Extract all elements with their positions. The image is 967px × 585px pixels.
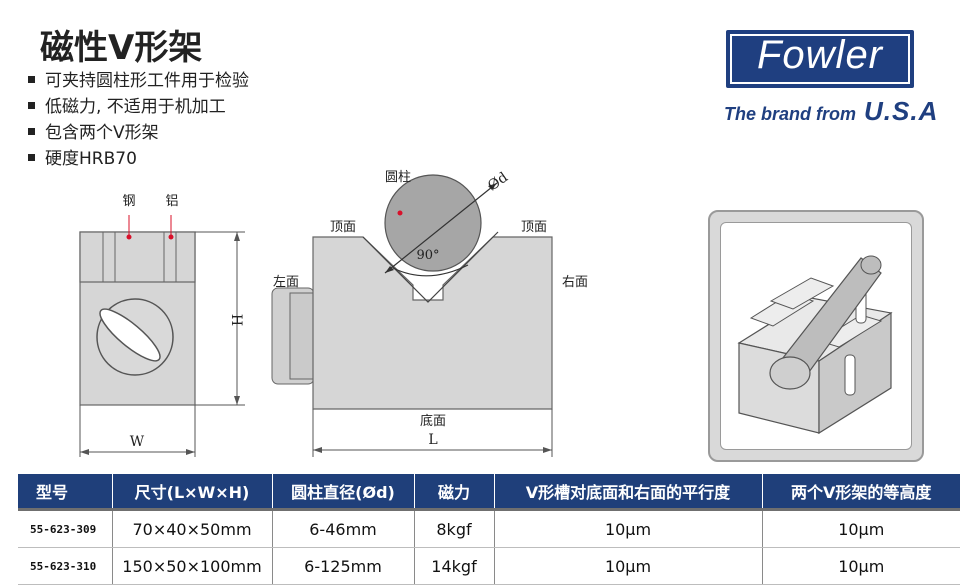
cell-diameter: 6-125mm (272, 547, 415, 585)
bullet-icon (28, 127, 35, 135)
feature-item: 低磁力, 不适用于机加工 (28, 94, 249, 120)
header-equal-height: 两个V形架的等高度 (762, 474, 960, 510)
bullet-icon (28, 101, 35, 109)
dim-l: L (428, 432, 437, 448)
cell-equal-height: 10μm (762, 508, 960, 548)
spec-table: 型号 尺寸(L×W×H) 圆柱直径(Ød) 磁力 V形槽对底面和右面的平行度 两… (18, 474, 960, 585)
header-magnetic-force: 磁力 (414, 474, 495, 510)
table-header-row: 型号 尺寸(L×W×H) 圆柱直径(Ød) 磁力 V形槽对底面和右面的平行度 两… (18, 474, 960, 510)
fowler-logo: Fowler (726, 30, 914, 88)
technical-drawing: 钢 铝 H W Ød 90° 圆柱 顶面 顶面 左面 右面 底面 (79, 169, 588, 457)
cell-parallelism: 10μm (494, 547, 763, 585)
bullet-icon (28, 153, 35, 161)
dim-h: H (228, 314, 244, 326)
feature-item: 可夹持圆柱形工件用于检验 (28, 68, 249, 94)
label-top-face-left: 顶面 (330, 220, 356, 235)
label-right-face: 右面 (562, 275, 588, 290)
front-view: 钢 铝 H W (79, 194, 245, 457)
v-block-illustration (737, 255, 893, 435)
header-parallelism: V形槽对底面和右面的平行度 (494, 474, 763, 510)
feature-item: 包含两个V形架 (28, 120, 249, 146)
label-aluminum: 铝 (165, 194, 178, 209)
table-row: 55-623-309 70×40×50mm 6-46mm 8kgf 10μm 1… (18, 508, 960, 548)
cell-diameter: 6-46mm (272, 508, 415, 548)
label-bottom-face: 底面 (420, 413, 446, 429)
header-size: 尺寸(L×W×H) (112, 474, 273, 510)
bullet-icon (28, 75, 35, 83)
label-steel: 钢 (122, 194, 135, 209)
cell-force: 14kgf (414, 547, 495, 585)
table-row: 55-623-310 150×50×100mm 6-125mm 14kgf 10… (18, 547, 960, 585)
label-top-face-right: 顶面 (521, 220, 547, 235)
label-angle: 90° (416, 248, 439, 263)
cell-model: 55-623-309 (18, 508, 113, 548)
cell-parallelism: 10μm (494, 508, 763, 548)
logo-text: Fowler (756, 33, 884, 77)
side-view: Ød 90° 圆柱 顶面 顶面 左面 右面 底面 L (271, 169, 588, 457)
feature-item: 硬度HRB70 (28, 146, 249, 172)
cell-size: 70×40×50mm (112, 508, 273, 548)
page-title: 磁性V形架 (40, 28, 203, 68)
cell-model: 55-623-310 (18, 547, 113, 585)
cell-force: 8kgf (414, 508, 495, 548)
product-photo (720, 222, 912, 450)
header-model: 型号 (18, 474, 113, 510)
label-cylinder: 圆柱 (385, 170, 411, 185)
product-photo-frame (708, 210, 924, 462)
label-diameter: Ød (485, 169, 511, 194)
cell-size: 150×50×100mm (112, 547, 273, 585)
cell-equal-height: 10μm (762, 547, 960, 585)
label-left-face: 左面 (273, 275, 299, 290)
header-diameter: 圆柱直径(Ød) (272, 474, 415, 510)
feature-list: 可夹持圆柱形工件用于检验 低磁力, 不适用于机加工 包含两个V形架 硬度HRB7… (28, 68, 249, 172)
dim-w: W (130, 434, 145, 450)
